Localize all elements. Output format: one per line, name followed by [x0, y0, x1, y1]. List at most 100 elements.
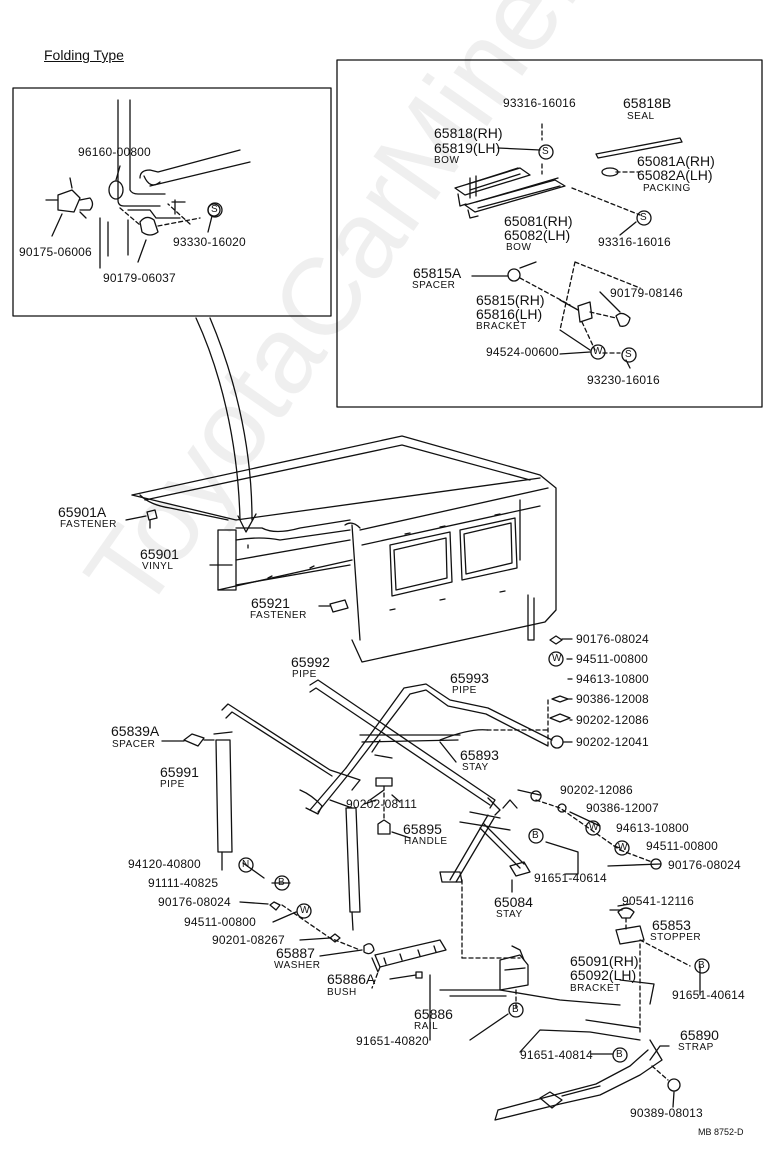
packing-name: PACKING: [643, 183, 691, 194]
part-65839a: 65839A: [111, 723, 160, 739]
bow-name-2: BOW: [506, 242, 532, 253]
symbol-b-icon: B: [616, 1049, 624, 1060]
part-90175-06006: 90175-06006: [19, 245, 92, 259]
part-65890: 65890: [680, 1027, 719, 1043]
part-91651-40614-a: 91651-40614: [534, 871, 607, 885]
part-90176-08024-a: 90176-08024: [576, 632, 649, 646]
part-65819-lh: 65819(LH): [434, 140, 501, 156]
right-inset-frame: [336, 59, 763, 408]
part-93316-16016-a: 93316-16016: [503, 96, 576, 110]
part-93330-16020: 93330-16020: [173, 235, 246, 249]
spacer-name: SPACER: [412, 280, 456, 291]
part-91111-40825: 91111-40825: [148, 876, 219, 890]
figure-reference: MB 8752-D: [698, 1127, 744, 1137]
symbol-w-icon: W: [552, 653, 562, 664]
symbol-w-icon: W: [300, 905, 310, 916]
symbol-w-icon: W: [618, 842, 628, 853]
part-90202-12086-b: 90202-12086: [560, 783, 633, 797]
handle-name: HANDLE: [404, 836, 448, 847]
part-65893: 65893: [460, 747, 499, 763]
pipe-assembly: [221, 679, 553, 831]
part-65886a: 65886A: [327, 971, 376, 987]
part-91651-40814: 91651-40814: [520, 1048, 593, 1062]
part-94511-00800-a: 94511-00800: [576, 652, 649, 666]
left-inset-frame: [12, 87, 332, 317]
part-94511-00800-b: 94511-00800: [646, 839, 719, 853]
part-91651-40820: 91651-40820: [356, 1034, 429, 1048]
left-inset-parts: [45, 99, 251, 269]
part-90202-12041: 90202-12041: [576, 735, 649, 749]
part-65815-rh: 65815(RH): [476, 292, 545, 308]
part-65082a-lh: 65082A(LH): [637, 167, 713, 183]
soft-top-vinyl: [131, 435, 557, 663]
vinyl-name: VINYL: [142, 561, 174, 572]
part-65081a-rh: 65081A(RH): [637, 153, 715, 169]
symbol-circles: [207, 144, 710, 1063]
inset-pointer-arrow: [195, 317, 257, 533]
part-90541-12116: 90541-12116: [622, 894, 695, 908]
part-65092-lh: 65092(LH): [570, 967, 637, 983]
pipe-name-3: PIPE: [160, 779, 185, 790]
symbol-w-icon: W: [593, 346, 603, 357]
part-91651-40614-b: 91651-40614: [672, 988, 745, 1002]
stay-assembly: [439, 814, 531, 991]
symbol-s-icon: S: [625, 349, 633, 360]
part-65886: 65886: [414, 1006, 453, 1022]
part-90176-08024-c: 90176-08024: [158, 895, 231, 909]
part-65993: 65993: [450, 670, 489, 686]
part-65895: 65895: [403, 821, 442, 837]
part-65082-lh: 65082(LH): [504, 227, 571, 243]
part-65901a: 65901A: [58, 504, 107, 520]
part-96160-00800: 96160-00800: [78, 145, 151, 159]
symbol-n-icon: N: [242, 859, 250, 870]
part-93230-16016: 93230-16016: [587, 373, 660, 387]
part-94511-00800-c: 94511-00800: [184, 915, 257, 929]
symbol-s-icon: S: [640, 212, 648, 223]
fastener-name-1: FASTENER: [60, 519, 117, 530]
part-90179-08146: 90179-08146: [610, 286, 683, 300]
part-90386-12008: 90386-12008: [576, 692, 649, 706]
part-65992: 65992: [291, 654, 330, 670]
symbol-w-icon: W: [589, 822, 599, 833]
part-90201-08267: 90201-08267: [212, 933, 285, 947]
part-65901: 65901: [140, 546, 179, 562]
part-65091-rh: 65091(RH): [570, 953, 639, 969]
part-93316-16016-b: 93316-16016: [598, 235, 671, 249]
strap-name: STRAP: [678, 1042, 714, 1053]
spacer-name-2: SPACER: [112, 739, 156, 750]
part-65084: 65084: [494, 894, 533, 910]
part-65853: 65853: [652, 917, 691, 933]
part-65921: 65921: [251, 595, 290, 611]
part-94120-40800: 94120-40800: [128, 857, 201, 871]
symbol-b-icon: B: [278, 877, 286, 888]
stay-name-1: STAY: [462, 762, 489, 773]
symbol-s-icon: S: [542, 146, 550, 157]
diagram-title: Folding Type: [44, 47, 124, 63]
bracket-name-2: BRACKET: [570, 983, 621, 994]
part-90389-08013: 90389-08013: [630, 1106, 703, 1120]
part-65815a: 65815A: [413, 265, 462, 281]
pipe-sleeves: [183, 731, 361, 931]
part-94524-00600: 94524-00600: [486, 345, 559, 359]
part-90386-12007: 90386-12007: [586, 801, 659, 815]
part-65818-rh: 65818(RH): [434, 125, 503, 141]
part-90202-08111: 90202-08111: [346, 797, 418, 811]
leader-lines: [51, 147, 701, 1108]
washer-name: WASHER: [274, 960, 321, 971]
symbol-b-icon: B: [532, 830, 540, 841]
seal-name: SEAL: [627, 111, 655, 122]
part-94613-10800-b: 94613-10800: [616, 821, 689, 835]
pipe-name-2: PIPE: [452, 685, 477, 696]
rail-name: RAIL: [414, 1021, 439, 1032]
bow-name-1: BOW: [434, 155, 460, 166]
bracket-name: BRACKET: [476, 321, 527, 332]
part-65887: 65887: [276, 945, 315, 961]
part-90176-08024-b: 90176-08024: [668, 858, 741, 872]
part-90202-12086-a: 90202-12086: [576, 713, 649, 727]
part-94613-10800-a: 94613-10800: [576, 672, 649, 686]
symbol-b-icon: B: [698, 960, 706, 971]
part-65081-rh: 65081(RH): [504, 213, 573, 229]
stay-name-2: STAY: [496, 909, 523, 920]
